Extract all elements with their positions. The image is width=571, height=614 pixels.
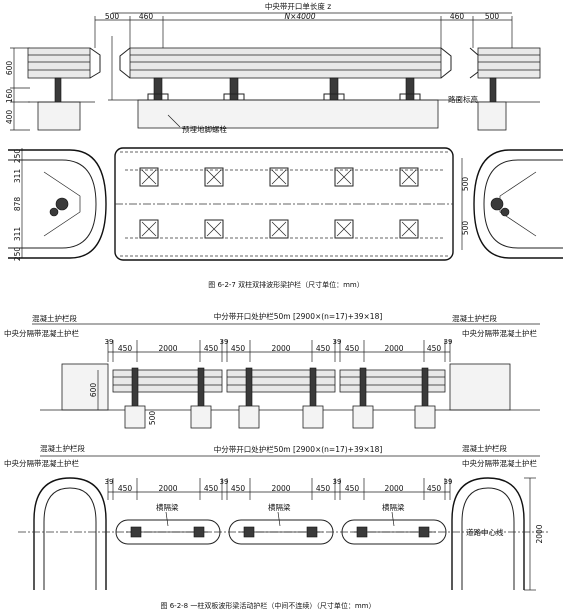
fig2-left-concrete-barrier — [61, 363, 109, 411]
fig1-plan-bottom-posts — [139, 219, 419, 239]
figure-6-2-8-elevation: 中分带开口处护栏50m [2900×(n=17)+39×18] 混凝土护栏段 中… — [4, 311, 540, 429]
fig3-dim-450-b: 450 — [204, 484, 219, 493]
fig2-dim-2000-a: 2000 — [158, 344, 177, 353]
fig3-dim-450-a: 450 — [118, 484, 133, 493]
fig2-title: 中分带开口处护栏50m [2900×(n=17)+39×18] — [214, 311, 383, 321]
fig3-caption: 图 6-2-8 一柱双板波形梁活动护栏（中间不连续）（尺寸单位：mm） — [161, 601, 376, 610]
fig1-top-title: 中央带开口单长度 z — [265, 1, 331, 11]
fig2-rail-segments — [112, 369, 446, 393]
fig3-right-label-2: 中央分隔带混凝土护栏 — [462, 458, 537, 468]
fig1-dim-n4000: N×4000 — [285, 12, 316, 21]
fig1-road-label: 路面标高 — [448, 94, 478, 104]
fig1-plan-dim-250-top: 250 — [13, 149, 22, 164]
fig1-dim-460-left: 460 — [139, 12, 154, 21]
fig1-plan-dim-500-bottom: 500 — [461, 221, 470, 236]
fig2-dim-chain — [107, 340, 451, 362]
fig1-dim-500-left: 500 — [105, 12, 120, 21]
fig1-plan-dim-500-top: 500 — [461, 177, 470, 192]
fig2-dim-39-c: 39 — [333, 338, 342, 346]
fig1-dim-400: 400 — [5, 110, 14, 125]
fig2-dim-600: 600 — [89, 383, 98, 398]
fig2-right-label-1: 混凝土护栏段 — [452, 313, 497, 323]
fig3-left-u-barrier — [33, 477, 107, 590]
fig3-beam-label-3: 横隔梁 — [382, 502, 405, 512]
fig1-caption: 图 6-2-7 双柱双排波形梁护栏（尺寸单位：mm） — [208, 280, 364, 289]
fig2-dim-39-b: 39 — [220, 338, 229, 346]
fig2-footings — [124, 405, 436, 429]
fig3-beam-label-1: 横隔梁 — [156, 502, 179, 512]
fig2-left-label-2: 中央分隔带混凝土护栏 — [4, 328, 79, 338]
fig3-centerline-label: 道路中心线 — [466, 527, 504, 537]
fig3-dim-2000-b: 2000 — [271, 484, 290, 493]
fig3-dim-chain — [107, 478, 451, 500]
fig2-dim-450-e: 450 — [345, 344, 360, 353]
fig1-bolt-label: 预埋地脚螺栓 — [182, 124, 227, 134]
fig1-plan-dim-250-bottom: 250 — [13, 247, 22, 262]
fig2-dim-450-f: 450 — [427, 344, 442, 353]
fig2-right-label-2: 中央分隔带混凝土护栏 — [462, 328, 537, 338]
fig2-dim-500: 500 — [148, 411, 157, 426]
fig3-dim-39-a: 39 — [105, 478, 114, 486]
fig3-dim-2000-a: 2000 — [158, 484, 177, 493]
fig2-dim-450-b: 450 — [204, 344, 219, 353]
fig2-dim-2000-c: 2000 — [384, 344, 403, 353]
fig1-plan-right-u-end — [473, 149, 563, 259]
fig1-dim-600-left: 600 — [5, 61, 14, 76]
fig3-right-u-barrier — [451, 477, 525, 590]
fig2-dim-39-a: 39 — [105, 338, 114, 346]
fig3-dim-450-e: 450 — [345, 484, 360, 493]
fig1-plan-top-posts — [139, 167, 419, 187]
fig3-dim-39-b: 39 — [220, 478, 229, 486]
fig1-main-elevation — [108, 36, 460, 129]
fig1-plan-main — [114, 147, 454, 261]
fig1-dim-460-right: 460 — [450, 12, 465, 21]
fig2-dim-450-c: 450 — [231, 344, 246, 353]
figure-6-2-7: 中央带开口单长度 z 500 460 N×4000 460 500 600 16… — [5, 1, 563, 289]
fig2-dim-2000-b: 2000 — [271, 344, 290, 353]
fig2-dim-450-d: 450 — [316, 344, 331, 353]
fig1-right-end-section — [469, 47, 541, 131]
fig2-dim-450-a: 450 — [118, 344, 133, 353]
fig2-left-label-1: 混凝土护栏段 — [32, 313, 77, 323]
fig1-plan-left-u-end — [8, 149, 107, 259]
fig3-dim-450-d: 450 — [316, 484, 331, 493]
fig3-dim-450-f: 450 — [427, 484, 442, 493]
fig3-dim-2000-right: 2000 — [535, 524, 544, 543]
fig3-left-label-1: 混凝土护栏段 — [40, 443, 85, 453]
fig3-dim-2000-c: 2000 — [384, 484, 403, 493]
fig2-right-concrete-barrier — [449, 363, 511, 411]
fig2-posts — [131, 367, 429, 411]
fig3-dim-39-d: 39 — [444, 478, 453, 486]
fig3-dim-39-c: 39 — [333, 478, 342, 486]
fig1-dim-160: 160 — [5, 89, 14, 104]
fig3-dim-450-c: 450 — [231, 484, 246, 493]
fig3-right-label-1: 混凝土护栏段 — [462, 443, 507, 453]
fig1-plan-dim-311-bottom: 311 — [13, 227, 22, 242]
fig1-plan-dim-311-top: 311 — [13, 169, 22, 184]
fig1-left-end-section — [27, 47, 101, 131]
figure-6-2-8-plan: 混凝土护栏段 中央分隔带混凝土护栏 中分带开口处护栏50m [2900×(n=1… — [4, 443, 548, 610]
fig3-left-label-2: 中央分隔带混凝土护栏 — [4, 458, 79, 468]
fig1-dim-500-right: 500 — [485, 12, 500, 21]
fig2-dim-39-d: 39 — [444, 338, 453, 346]
fig1-plan-dim-878: 878 — [13, 197, 22, 212]
fig3-beam-label-2: 横隔梁 — [268, 502, 291, 512]
fig3-title: 中分带开口处护栏50m [2900×(n=17)+39×18] — [214, 444, 383, 454]
fig3-capsule-segments — [115, 519, 447, 545]
